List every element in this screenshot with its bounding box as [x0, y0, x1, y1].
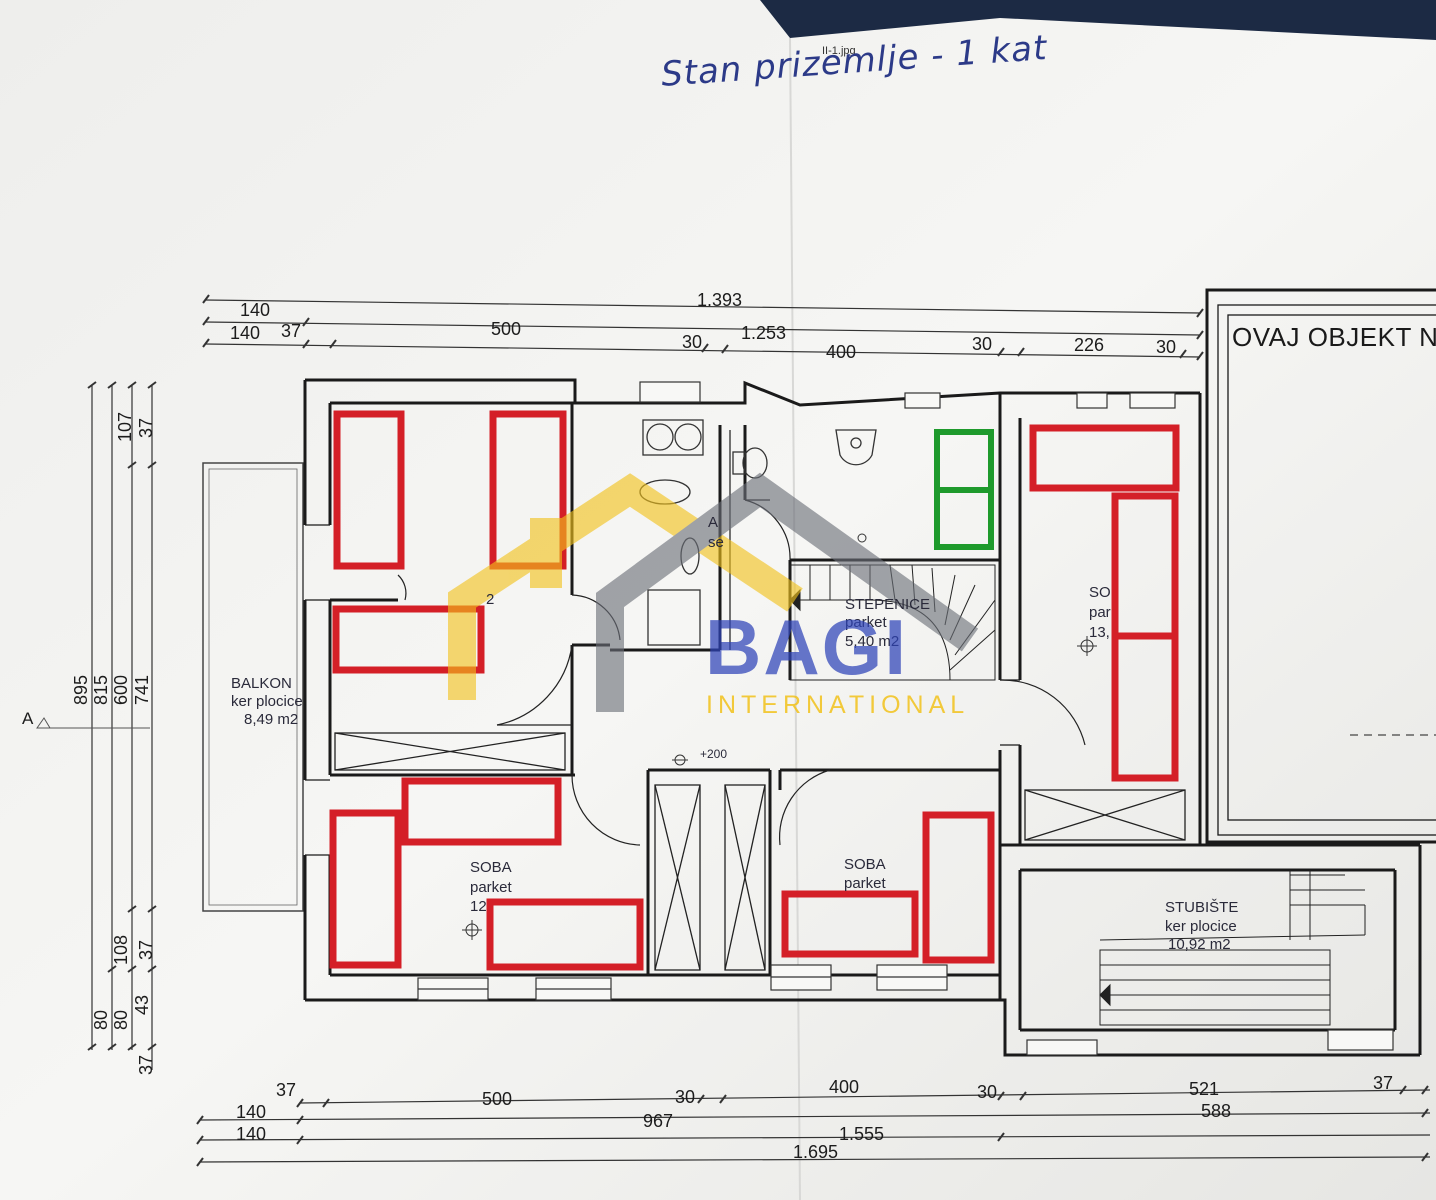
bed-mark: [1111, 632, 1179, 782]
dim-label: 1.695: [793, 1142, 839, 1162]
dim-label: 400: [826, 342, 857, 362]
room-floor-soba: parket: [470, 879, 512, 896]
bottom-dimension-lines: [196, 1085, 1431, 1167]
neighbor-building-label: OVAJ OBJEKT N: [1232, 322, 1436, 352]
level-markers: [462, 533, 1097, 940]
dim-label: 37: [136, 1054, 156, 1075]
wardrobes: [334, 732, 1186, 971]
dim-label: 815: [91, 674, 111, 705]
dim-label: 500: [482, 1089, 513, 1109]
room-floor-stubiste: ker plocice: [1165, 918, 1237, 935]
dim-label: 80: [111, 1009, 131, 1030]
room-area-fragment: 2: [486, 591, 495, 608]
dim-label: 37: [136, 417, 156, 438]
dim-label: 400: [829, 1077, 860, 1097]
bed-mark: [329, 809, 402, 969]
room-area-balkon: 8,49 m2: [244, 711, 299, 728]
walls: [303, 378, 1422, 1057]
dim-label: 30: [1156, 337, 1177, 357]
room-name-soba: SOBA: [844, 856, 886, 873]
windows: [417, 381, 1394, 1056]
room-name-soba: SO: [1089, 584, 1111, 601]
dim-label: 37: [1373, 1073, 1394, 1093]
dim-label: 30: [972, 334, 993, 354]
cabinet-mark: [1029, 424, 1180, 492]
bathroom-fixtures: [639, 419, 877, 646]
room-area-soba: 13,: [1089, 624, 1110, 641]
level-label: +200: [700, 747, 728, 761]
dim-label: 140: [236, 1124, 267, 1144]
watermark-subtitle: INTERNATIONAL: [706, 691, 970, 719]
room-floor-fragment: se: [708, 534, 724, 551]
room-name-soba: SOBA: [470, 859, 512, 876]
dim-label: 107: [115, 411, 135, 442]
green-furniture-marks: [934, 429, 994, 550]
bed-mark: [922, 811, 995, 964]
image-filename: II-1.jpg: [822, 45, 856, 57]
dim-label: 1.393: [697, 290, 743, 310]
dim-label: 1.555: [839, 1124, 885, 1144]
dim-label: 500: [491, 319, 522, 339]
bed-mark: [486, 898, 644, 971]
dim-label: 37: [281, 321, 302, 341]
desk-mark: [401, 777, 562, 846]
desk-mark: [332, 605, 485, 674]
dim-label: 30: [675, 1087, 696, 1107]
desk-mark: [781, 890, 919, 958]
dim-label: 741: [132, 674, 152, 705]
room-name-stepenice: STEPENICE: [845, 596, 931, 613]
room-area-stepenice: 5,40 m2: [845, 633, 900, 650]
watermark-logo: BAGI: [705, 603, 908, 691]
room-name-fragment: A: [708, 514, 719, 531]
paper-fold: [789, 37, 801, 1200]
room-area-soba: 12: [470, 898, 487, 915]
room-floor-soba: par: [1089, 604, 1111, 621]
dim-label: 588: [1201, 1101, 1232, 1121]
dim-label: 37: [276, 1080, 297, 1100]
left-dimension-lines: [87, 381, 157, 1070]
dim-label: 30: [682, 332, 703, 352]
dim-label: 140: [236, 1102, 267, 1122]
dim-label: 108: [111, 934, 131, 965]
section-marker-label: A: [22, 709, 34, 728]
room-name-balkon: BALKON: [231, 675, 292, 692]
dim-label: 140: [240, 300, 271, 320]
dim-label: 80: [91, 1009, 111, 1030]
top-dimension-lines: [202, 294, 1204, 361]
room-floor-soba: parket: [844, 875, 886, 892]
section-marker-triangle: [36, 717, 51, 729]
dim-label: 1.253: [741, 323, 787, 343]
dim-label: 521: [1189, 1079, 1220, 1099]
dim-label: 43: [132, 994, 152, 1015]
balcony-outline: [202, 462, 304, 912]
dim-label: 37: [136, 939, 156, 960]
dim-label: 140: [230, 323, 261, 343]
dim-label: 895: [71, 674, 91, 705]
neighbor-building: [1205, 288, 1436, 844]
room-area-stubiste: 10,92 m2: [1168, 936, 1231, 953]
bed-mark: [333, 410, 405, 570]
room-floor-balkon: ker plocice: [231, 693, 303, 710]
watermark-house: [448, 472, 979, 712]
room-floor-stepenice: parket: [845, 614, 887, 631]
dim-label: 967: [643, 1111, 674, 1131]
room-name-stubiste: STUBIŠTE: [1165, 899, 1239, 916]
dim-label: 600: [111, 674, 131, 705]
dim-label: 226: [1074, 335, 1105, 355]
dim-label: 30: [977, 1082, 998, 1102]
